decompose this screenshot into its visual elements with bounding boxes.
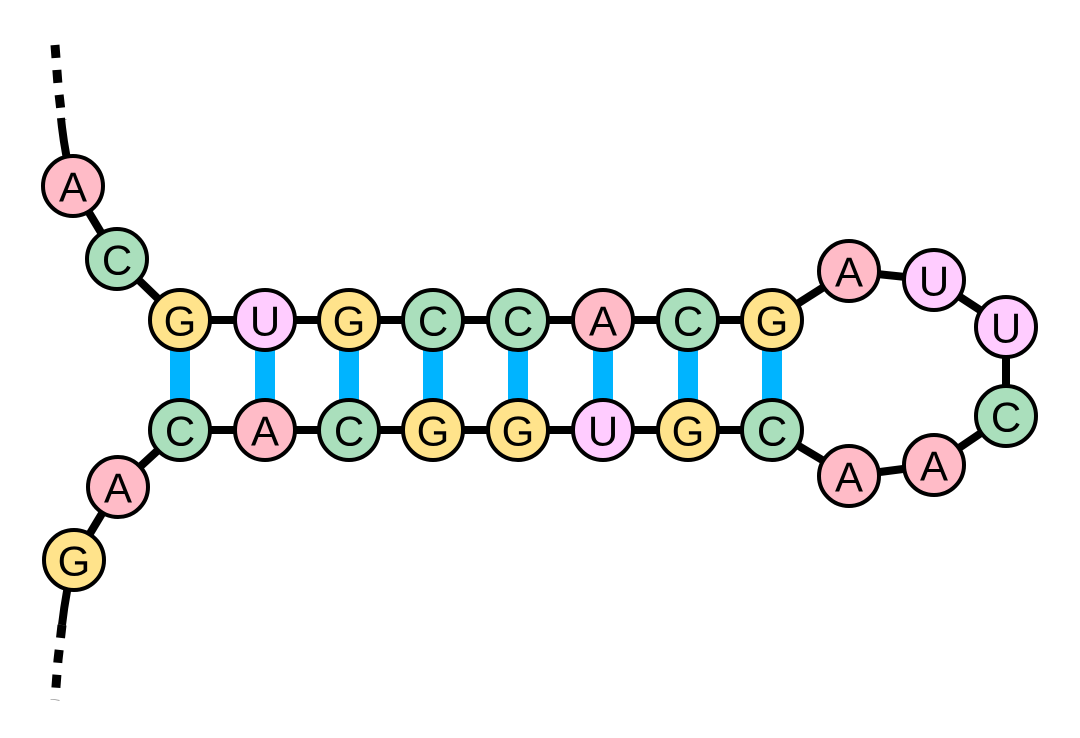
backbone-5prime-dashed: [50, 44, 67, 121]
nucleotide-circle: [571, 288, 635, 352]
backbone: [50, 44, 1010, 701]
nucleotide-label: C: [673, 298, 703, 345]
nucleotide-circle: [974, 295, 1038, 359]
nucleotide-circle: [233, 398, 297, 462]
nucleotide-label: C: [757, 408, 787, 455]
nucleotide-A: A: [817, 239, 881, 303]
nucleotide-circle: [571, 398, 635, 462]
nucleotide-circle: [902, 433, 966, 497]
nucleotide-label: G: [164, 298, 197, 345]
nucleotide-label: C: [334, 408, 364, 455]
nucleotide-circle: [817, 239, 881, 303]
nucleotide-U: U: [902, 248, 966, 312]
nucleotide-C: C: [486, 288, 550, 352]
nucleotide-circle: [656, 398, 720, 462]
nucleotide-label: U: [250, 298, 280, 345]
nucleotide-A: A: [902, 433, 966, 497]
nucleotide-G: G: [656, 398, 720, 462]
nucleotide-label: A: [104, 465, 132, 512]
nucleotide-label: A: [835, 454, 863, 501]
nucleotide-G: G: [740, 288, 804, 352]
nucleotide-label: C: [991, 394, 1021, 441]
nucleotide-label: G: [333, 298, 366, 345]
nucleotide-label: G: [502, 408, 535, 455]
nucleotide-G: G: [148, 288, 212, 352]
nucleotide-label: C: [503, 298, 533, 345]
nucleotide-circle: [401, 398, 465, 462]
nucleotide-circle: [740, 398, 804, 462]
nucleotide-circle: [401, 288, 465, 352]
nucleotide-circle: [233, 288, 297, 352]
nucleotide-label: G: [58, 538, 91, 585]
nucleotide-circle: [148, 288, 212, 352]
nucleotide-G: G: [42, 528, 106, 592]
nucleotide-circle: [317, 398, 381, 462]
nucleotide-U: U: [571, 398, 635, 462]
nucleotide-A: A: [571, 288, 635, 352]
nucleotide-C: C: [401, 288, 465, 352]
nucleotide-label: C: [165, 408, 195, 455]
nucleotide-C: C: [656, 288, 720, 352]
nucleotide-C: C: [974, 384, 1038, 448]
nucleotide-A: A: [233, 398, 297, 462]
nucleotide-label: C: [418, 298, 448, 345]
nucleotide-circle: [486, 398, 550, 462]
nucleotide-circle: [817, 444, 881, 508]
nucleotide-circle: [974, 384, 1038, 448]
nucleotide-circle: [656, 288, 720, 352]
nucleotide-C: C: [148, 398, 212, 462]
nucleotide-label: G: [417, 408, 450, 455]
nucleotide-label: G: [756, 298, 789, 345]
nucleotide-circle: [317, 288, 381, 352]
nucleotide-C: C: [740, 398, 804, 462]
nucleotide-label: A: [251, 408, 279, 455]
nucleotide-label: A: [835, 249, 863, 296]
nucleotide-label: A: [59, 164, 87, 211]
nucleotide-label: C: [102, 237, 132, 284]
nucleotide-label: A: [920, 443, 948, 490]
nucleotide-G: G: [401, 398, 465, 462]
nucleotide-circle: [86, 455, 150, 519]
nucleotide-circle: [42, 528, 106, 592]
backbone-3prime-dashed: [50, 624, 67, 701]
nucleotide-U: U: [974, 295, 1038, 359]
nucleotide-circle: [902, 248, 966, 312]
nucleotide-label: U: [991, 305, 1021, 352]
nucleotide-G: G: [486, 398, 550, 462]
nucleotide-U: U: [233, 288, 297, 352]
nucleotide-C: C: [85, 227, 149, 291]
nucleotide-label: G: [672, 408, 705, 455]
nucleotide-C: C: [317, 398, 381, 462]
nucleotide-A: A: [41, 154, 105, 218]
nucleotide-G: G: [317, 288, 381, 352]
nucleotide-circle: [41, 154, 105, 218]
nucleotide-label: U: [588, 408, 618, 455]
nucleotide-A: A: [817, 444, 881, 508]
nucleotide-circle: [148, 398, 212, 462]
nucleotide-circle: [740, 288, 804, 352]
nucleotide-label: A: [589, 298, 617, 345]
nucleotide-A: A: [86, 455, 150, 519]
nucleotide-circle: [85, 227, 149, 291]
nucleotide-label: U: [919, 258, 949, 305]
nucleotide-circle: [486, 288, 550, 352]
